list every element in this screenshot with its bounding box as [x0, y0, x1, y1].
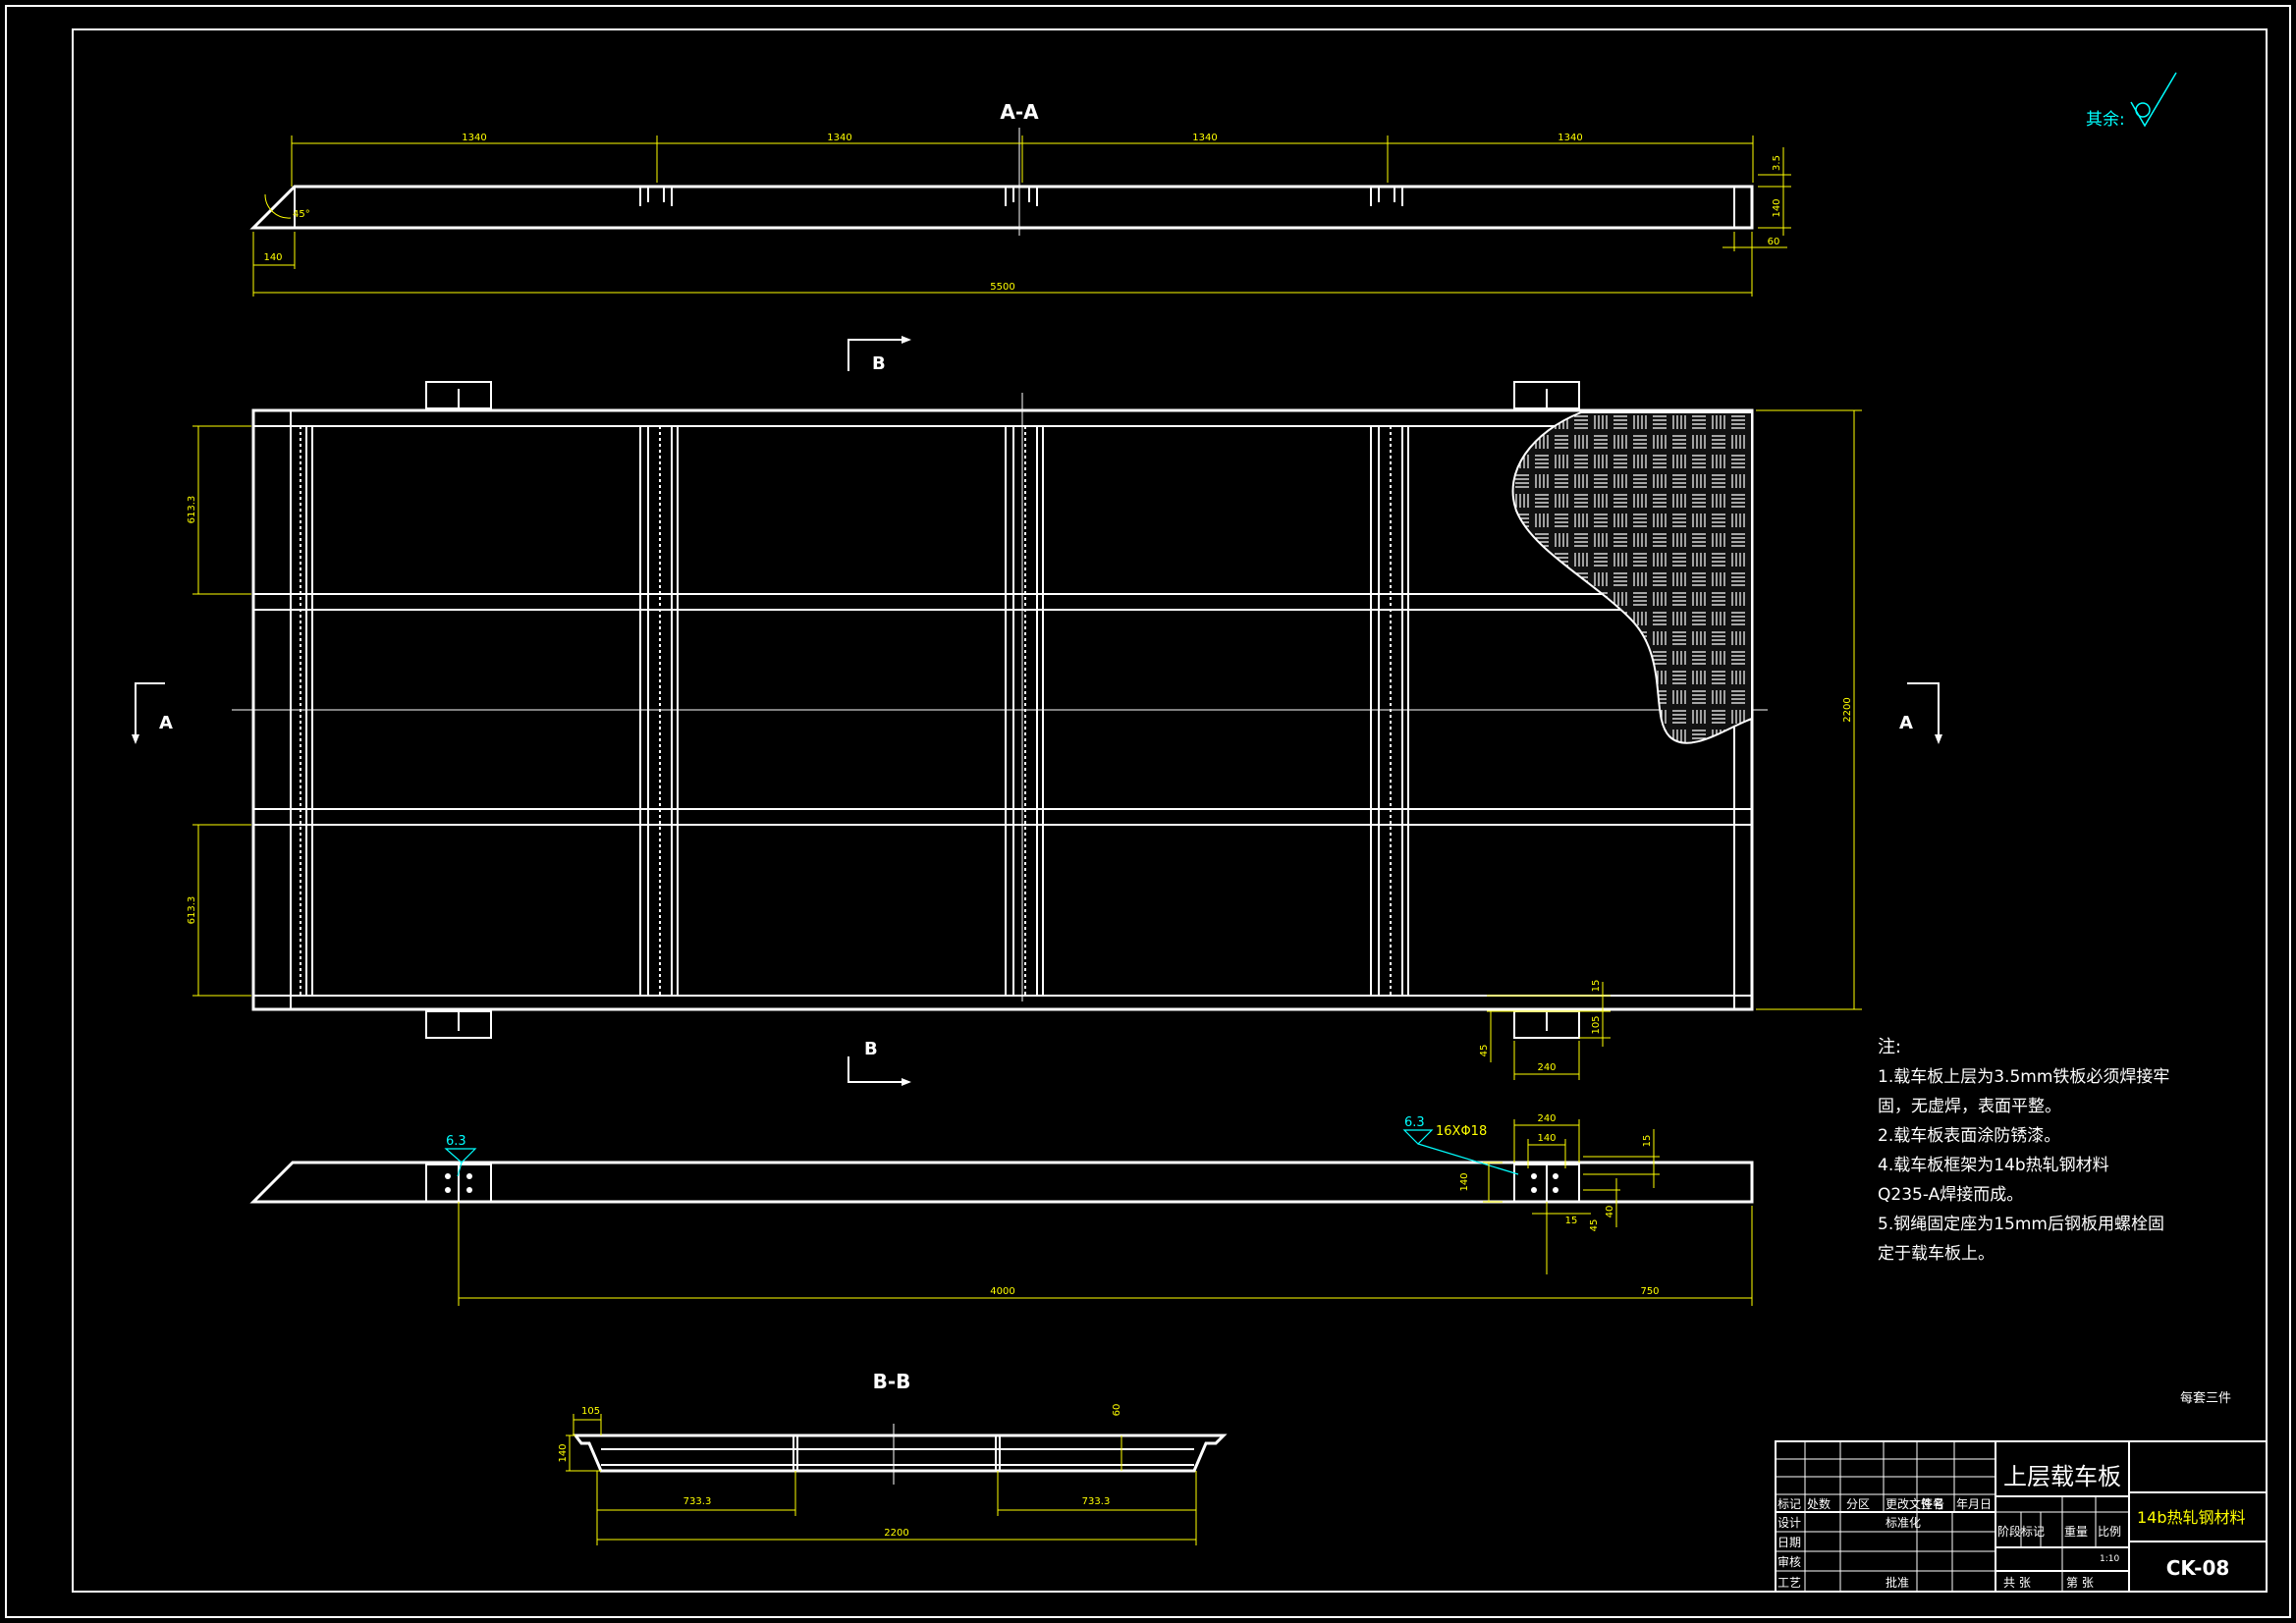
dim-total-length: 5500: [990, 282, 1014, 293]
notes-line-3: 2.载车板表面涂防锈漆。: [1878, 1126, 2060, 1146]
dim-height-side: 140: [1459, 1172, 1470, 1191]
side-section-view: 6.3 6.3 16XΦ18 240 140 140 15 40: [249, 1113, 1754, 1306]
outer-border: [5, 5, 2291, 1618]
dim-240-side: 240: [1537, 1113, 1556, 1124]
dim-15-side: 15: [1642, 1135, 1653, 1148]
tb-standardize: 标准化: [1886, 1516, 1921, 1530]
hole-callout: 16XΦ18: [1436, 1124, 1487, 1139]
notes-line-7: 定于载车板上。: [1878, 1244, 1995, 1264]
notes-title: 注:: [1878, 1037, 1901, 1057]
notes-line-4: 4.载车板框架为14b热轧钢材料: [1878, 1156, 2109, 1175]
inner-border: [72, 28, 2268, 1593]
dim-45: 45: [1479, 1045, 1490, 1057]
dim-bay-width-top: 613.3: [187, 496, 197, 524]
dim-60: 60: [1768, 237, 1780, 247]
tb-date-col: 年月日: [1956, 1497, 1992, 1511]
section-aa-view: A-A 45° 1340 1340 1340 1340: [249, 100, 1791, 297]
tb-review: 审核: [1777, 1554, 1801, 1569]
weld-symbol-right: 6.3: [1404, 1115, 1425, 1130]
tread-plate-breakout: [1511, 411, 1753, 744]
tb-date: 日期: [1777, 1536, 1801, 1549]
notes-line-5: Q235-A焊接而成。: [1878, 1185, 2023, 1205]
dim-height-140: 140: [1772, 198, 1782, 217]
section-aa-label: A-A: [1000, 100, 1039, 124]
dim-140-side: 140: [1537, 1133, 1556, 1144]
dim-105: 105: [1591, 1015, 1602, 1034]
cut-a-left: A: [159, 713, 173, 733]
dim-45-side: 45: [1589, 1219, 1600, 1232]
cut-a-right: A: [1899, 713, 1913, 733]
dim-bb-733-left: 733.3: [683, 1496, 712, 1507]
plan-view: B B A A: [132, 336, 1942, 1086]
dim-bb-105: 105: [581, 1406, 600, 1417]
tb-sheets-total: 共 张: [2003, 1576, 2031, 1590]
tb-process: 工艺: [1777, 1576, 1801, 1590]
cut-b-bottom: B: [864, 1039, 878, 1059]
dim-bay-1: 1340: [462, 133, 486, 143]
tb-drawing-no: CK-08: [2166, 1556, 2230, 1580]
tb-zone: 分区: [1846, 1497, 1870, 1511]
technical-notes: 注: 1.载车板上层为3.5mm铁板必须焊接牢 固，无虚焊，表面平整。 2.载车…: [1878, 1037, 2169, 1264]
tb-sheet-no: 第 张: [2066, 1576, 2094, 1590]
notes-line-2: 固，无虚焊，表面平整。: [1878, 1097, 2061, 1116]
tb-stage: 阶段标记: [1997, 1524, 2045, 1539]
dim-240-plan: 240: [1537, 1062, 1556, 1073]
dim-4000: 4000: [990, 1286, 1014, 1297]
tb-count: 处数: [1807, 1496, 1831, 1511]
section-bb-label: B-B: [873, 1370, 911, 1393]
tb-design: 设计: [1777, 1516, 1801, 1530]
dim-bay-width-bottom: 613.3: [187, 896, 197, 925]
notes-line-6: 5.钢绳固定座为15mm后钢板用螺栓固: [1878, 1215, 2164, 1234]
notes-line-1: 1.载车板上层为3.5mm铁板必须焊接牢: [1878, 1067, 2169, 1087]
dim-plate-3-5: 3.5: [1772, 155, 1782, 171]
dim-750: 750: [1640, 1286, 1659, 1297]
dim-bb-2200: 2200: [884, 1528, 908, 1539]
tb-scale-label: 比例: [2098, 1525, 2121, 1539]
dim-angle: 45°: [293, 209, 310, 220]
tb-mark: 标记: [1777, 1497, 1801, 1511]
dim-bay-4: 1340: [1558, 133, 1582, 143]
roughness-symbol-icon: [2130, 72, 2177, 128]
tb-material: 14b热轧钢材料: [2137, 1508, 2246, 1527]
tb-signature: 签名: [1921, 1496, 1944, 1511]
tb-part-name: 上层载车板: [2003, 1463, 2121, 1490]
tb-change-no: 更改文件号: [1886, 1496, 1944, 1511]
dim-bay-3: 1340: [1192, 133, 1217, 143]
tb-weight: 重量: [2064, 1525, 2088, 1539]
dim-15-top: 15: [1591, 980, 1602, 993]
title-block: 标记 处数 分区 更改文件号 签名 年月日 设计 日期 审核 工艺 标准化 批准…: [1775, 1440, 2268, 1593]
dim-bb-733-right: 733.3: [1082, 1496, 1111, 1507]
section-bb-view: B-B 140 105 60 733.3 733.3: [558, 1370, 1228, 1545]
dim-15-side-b: 15: [1565, 1216, 1578, 1226]
weld-leader-right-icon: [1402, 1129, 1519, 1175]
tb-approve: 批准: [1886, 1575, 1909, 1590]
dim-total-width: 2200: [1842, 697, 1853, 722]
dim-bb-140: 140: [558, 1443, 569, 1462]
tb-scale: 1:10: [2100, 1554, 2119, 1564]
dim-bay-2: 1340: [827, 133, 851, 143]
dim-bb-60: 60: [1112, 1404, 1122, 1417]
per-set-note: 每套三件: [2180, 1390, 2231, 1406]
dim-offset-140: 140: [263, 252, 282, 263]
weld-leader-left-icon: [444, 1148, 477, 1177]
cut-b-top: B: [872, 353, 886, 374]
weld-symbol-left: 6.3: [446, 1134, 466, 1149]
dim-40-side: 40: [1605, 1206, 1615, 1218]
roughness-note: 其余:: [2086, 110, 2125, 130]
